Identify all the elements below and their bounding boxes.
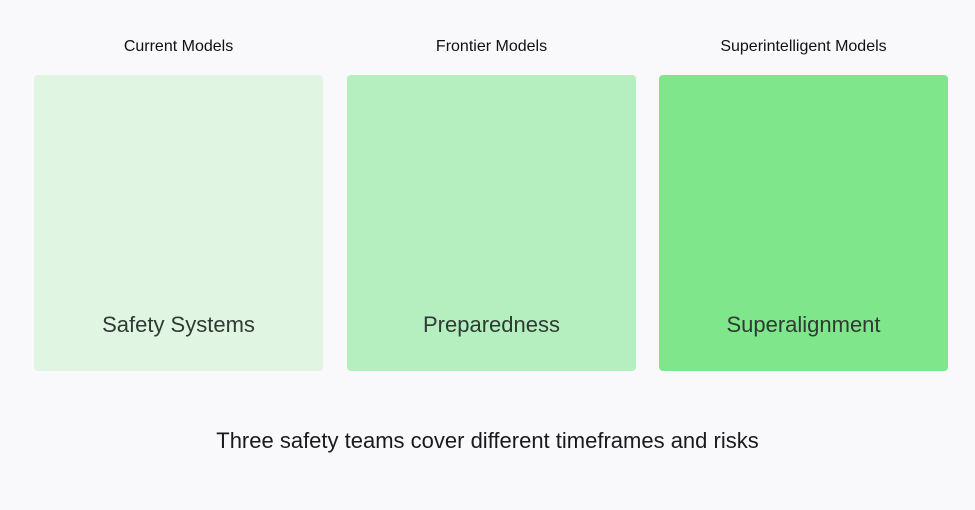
team-box-superalignment: Superalignment	[659, 75, 948, 371]
team-label: Superalignment	[726, 312, 881, 337]
team-box-preparedness: Preparedness	[347, 75, 636, 371]
team-label: Safety Systems	[102, 312, 255, 337]
column-header: Frontier Models	[435, 38, 548, 55]
column-header: Current Models	[123, 38, 234, 55]
column-header: Superintelligent Models	[720, 38, 887, 55]
team-label: Preparedness	[423, 312, 560, 337]
diagram-caption: Three safety teams cover different timef…	[216, 428, 759, 453]
team-box-safety-systems: Safety Systems	[34, 75, 323, 371]
